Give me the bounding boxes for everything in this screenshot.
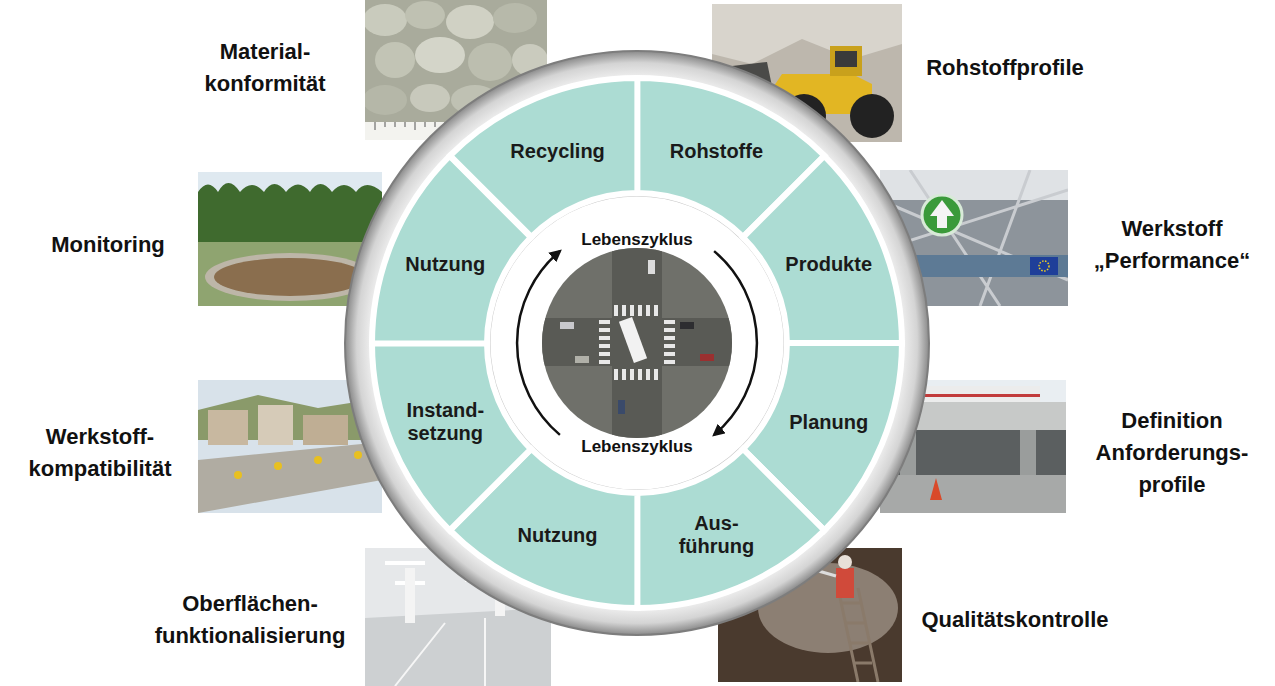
site-item bbox=[354, 451, 362, 459]
segment-label: Instand- setzung bbox=[393, 399, 497, 445]
wheel bbox=[850, 94, 894, 138]
ring-segment: Aus- führung bbox=[633, 445, 828, 612]
segment-label: Planung bbox=[777, 411, 881, 434]
segment-text: Planung bbox=[777, 411, 881, 434]
stone bbox=[363, 4, 407, 36]
car bbox=[618, 400, 625, 414]
segment-fill bbox=[450, 78, 637, 237]
ring-segment: Produkte bbox=[739, 152, 906, 347]
building bbox=[258, 405, 293, 445]
inner-ring bbox=[489, 195, 785, 491]
stone bbox=[405, 1, 445, 29]
segment-label: Nutzung bbox=[506, 523, 610, 546]
site-item bbox=[274, 462, 282, 470]
stone bbox=[410, 84, 450, 112]
segment-text: Produkte bbox=[777, 252, 881, 275]
traffic-cone bbox=[930, 478, 942, 500]
photo-ground bbox=[540, 246, 734, 440]
ring-segment: Instand- setzung bbox=[368, 339, 535, 534]
sign-arrow bbox=[930, 200, 954, 228]
segment-ground bbox=[370, 76, 904, 610]
floor-markings bbox=[395, 618, 485, 686]
topic-label: Definition Anforderungs- profile bbox=[1087, 405, 1257, 501]
topic-label: Rohstoffprofile bbox=[895, 52, 1115, 84]
topic-label: Werkstoff „Performance“ bbox=[1085, 213, 1260, 277]
segment-text: Instand- setzung bbox=[393, 399, 497, 445]
segment-label: Nutzung bbox=[393, 252, 497, 275]
segment-fill bbox=[372, 343, 531, 530]
flag-stars bbox=[1039, 261, 1049, 271]
pillar bbox=[405, 568, 415, 623]
cycle-arrow bbox=[517, 251, 560, 435]
pillar bbox=[1020, 430, 1036, 475]
loader-window bbox=[835, 51, 857, 67]
road bbox=[612, 246, 662, 440]
cycle-label: Lebenszyklus bbox=[581, 228, 693, 253]
road bbox=[880, 475, 1066, 513]
basin bbox=[214, 258, 366, 296]
cycle-arrow bbox=[714, 251, 757, 435]
car bbox=[575, 356, 589, 363]
worker-head bbox=[838, 555, 852, 569]
bus bbox=[619, 317, 647, 363]
segment-label: Produkte bbox=[777, 252, 881, 275]
rock-face bbox=[712, 4, 902, 64]
stone bbox=[375, 42, 415, 78]
car bbox=[700, 354, 714, 361]
flag bbox=[1030, 257, 1058, 275]
site-item bbox=[234, 471, 242, 479]
segment-text: Nutzung bbox=[393, 252, 497, 275]
topic-label: Qualitätskontrolle bbox=[905, 604, 1125, 636]
ladder bbox=[838, 588, 878, 682]
car bbox=[560, 322, 574, 329]
building bbox=[303, 415, 348, 445]
crosswalks bbox=[599, 305, 675, 380]
segment-shape bbox=[739, 152, 906, 347]
segment-text: Aus- führung bbox=[664, 512, 768, 558]
stone bbox=[468, 43, 512, 81]
segment-text: Nutzung bbox=[506, 523, 610, 546]
outer-rim bbox=[345, 51, 929, 635]
ring-segment: Recycling bbox=[446, 74, 641, 241]
segment-fill bbox=[637, 449, 824, 608]
bridge-deck bbox=[198, 442, 382, 513]
stone bbox=[415, 37, 465, 73]
stone bbox=[363, 85, 407, 115]
loader-cab bbox=[830, 46, 862, 76]
cycle-label: Lebenszyklus bbox=[581, 435, 693, 460]
stone bbox=[493, 3, 537, 33]
segment-label: Aus- führung bbox=[664, 512, 768, 558]
topic-label: Werkstoff- kompatibilität bbox=[20, 421, 180, 485]
site-item bbox=[314, 456, 322, 464]
car bbox=[648, 260, 655, 274]
segment-label: Rohstoffe bbox=[664, 140, 768, 163]
trees bbox=[198, 183, 382, 247]
segment-text: Rohstoffe bbox=[664, 140, 768, 163]
truck-stripe bbox=[920, 394, 1040, 397]
topic-label: Oberflächen- funktionalisierung bbox=[148, 588, 353, 652]
worker bbox=[836, 568, 854, 598]
green-sign bbox=[922, 195, 962, 235]
stone bbox=[446, 5, 494, 39]
segment-text: Recycling bbox=[506, 140, 610, 163]
topic-label: Material- konformität bbox=[190, 36, 340, 100]
segment-fill bbox=[743, 156, 902, 343]
truck bbox=[920, 386, 1040, 402]
car bbox=[680, 322, 694, 329]
center-photo bbox=[540, 246, 734, 440]
segment-label: Recycling bbox=[506, 140, 610, 163]
floor bbox=[365, 608, 551, 686]
topic-label: Monitoring bbox=[28, 229, 188, 261]
sky bbox=[880, 170, 1068, 200]
building bbox=[208, 410, 248, 445]
